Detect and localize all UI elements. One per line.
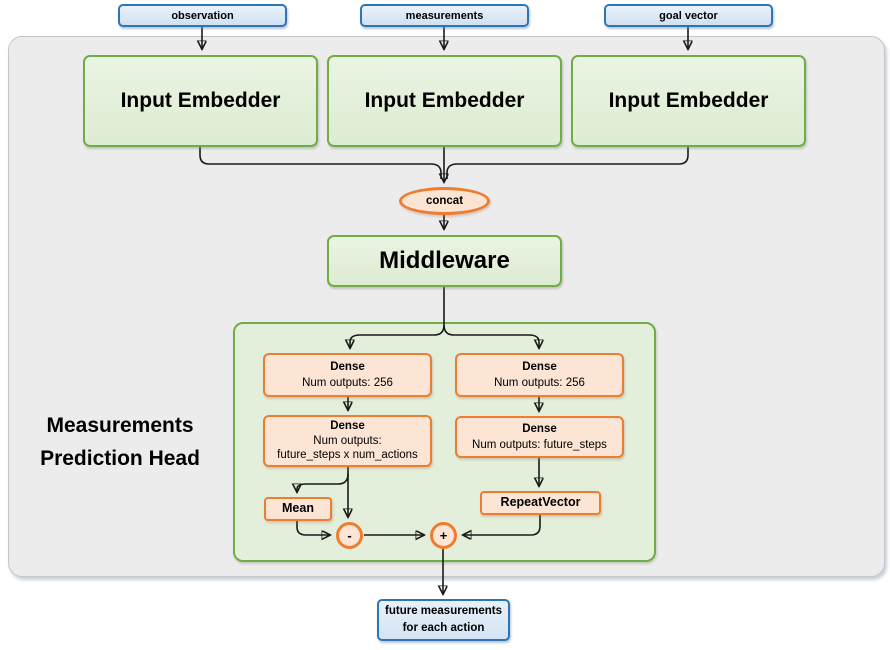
node-input-embedder-1: Input Embedder xyxy=(83,55,318,147)
prediction-head-title-line1: Measurements xyxy=(46,414,194,437)
node-dense-right-1-title: Dense xyxy=(522,360,557,373)
node-output: future measurements for each action xyxy=(377,599,510,641)
node-dense-left-1-title: Dense xyxy=(330,360,365,373)
node-measurements-label: measurements xyxy=(405,9,484,22)
prediction-head-title: Measurements Prediction Head xyxy=(18,410,222,475)
node-minus-op: - xyxy=(336,522,363,549)
node-dense-right-2: Dense Num outputs: future_steps xyxy=(455,416,624,458)
node-goal-vector: goal vector xyxy=(604,4,773,27)
node-plus-op: + xyxy=(430,522,457,549)
node-goal-vector-label: goal vector xyxy=(659,9,718,22)
node-input-embedder-1-label: Input Embedder xyxy=(120,89,281,112)
node-dense-left-2-subtitle1: Num outputs: xyxy=(313,434,382,447)
node-input-embedder-3-label: Input Embedder xyxy=(608,89,769,112)
node-repeat-vector: RepeatVector xyxy=(480,491,601,515)
node-input-embedder-2-label: Input Embedder xyxy=(364,89,525,112)
node-dense-right-1-subtitle: Num outputs: 256 xyxy=(494,377,585,389)
node-concat: concat xyxy=(399,187,490,215)
node-dense-left-2-subtitle2: future_steps x num_actions xyxy=(277,449,418,462)
node-input-embedder-3: Input Embedder xyxy=(571,55,806,147)
node-middleware: Middleware xyxy=(327,235,562,287)
node-dense-left-2-title: Dense xyxy=(330,419,365,432)
node-dense-right-1: Dense Num outputs: 256 xyxy=(455,353,624,397)
node-output-line1: future measurements xyxy=(385,604,502,617)
node-dense-left-2: Dense Num outputs: future_steps x num_ac… xyxy=(263,415,432,467)
prediction-head-title-line2: Prediction Head xyxy=(40,446,200,470)
node-input-embedder-2: Input Embedder xyxy=(327,55,562,147)
node-minus-op-label: - xyxy=(347,528,352,543)
node-dense-left-1: Dense Num outputs: 256 xyxy=(263,353,432,397)
node-concat-label: concat xyxy=(425,195,464,207)
node-output-line2: for each action xyxy=(402,622,485,634)
node-dense-right-2-title: Dense xyxy=(522,422,557,435)
node-mean: Mean xyxy=(264,497,332,521)
node-repeat-vector-label: RepeatVector xyxy=(500,495,581,510)
node-dense-right-2-subtitle: Num outputs: future_steps xyxy=(472,439,607,451)
node-observation: observation xyxy=(118,4,287,27)
node-observation-label: observation xyxy=(171,9,234,22)
node-middleware-label: Middleware xyxy=(379,247,510,274)
node-measurements: measurements xyxy=(360,4,529,27)
node-mean-label: Mean xyxy=(282,501,314,516)
node-plus-op-label: + xyxy=(439,528,448,543)
node-dense-left-1-subtitle: Num outputs: 256 xyxy=(302,377,393,389)
